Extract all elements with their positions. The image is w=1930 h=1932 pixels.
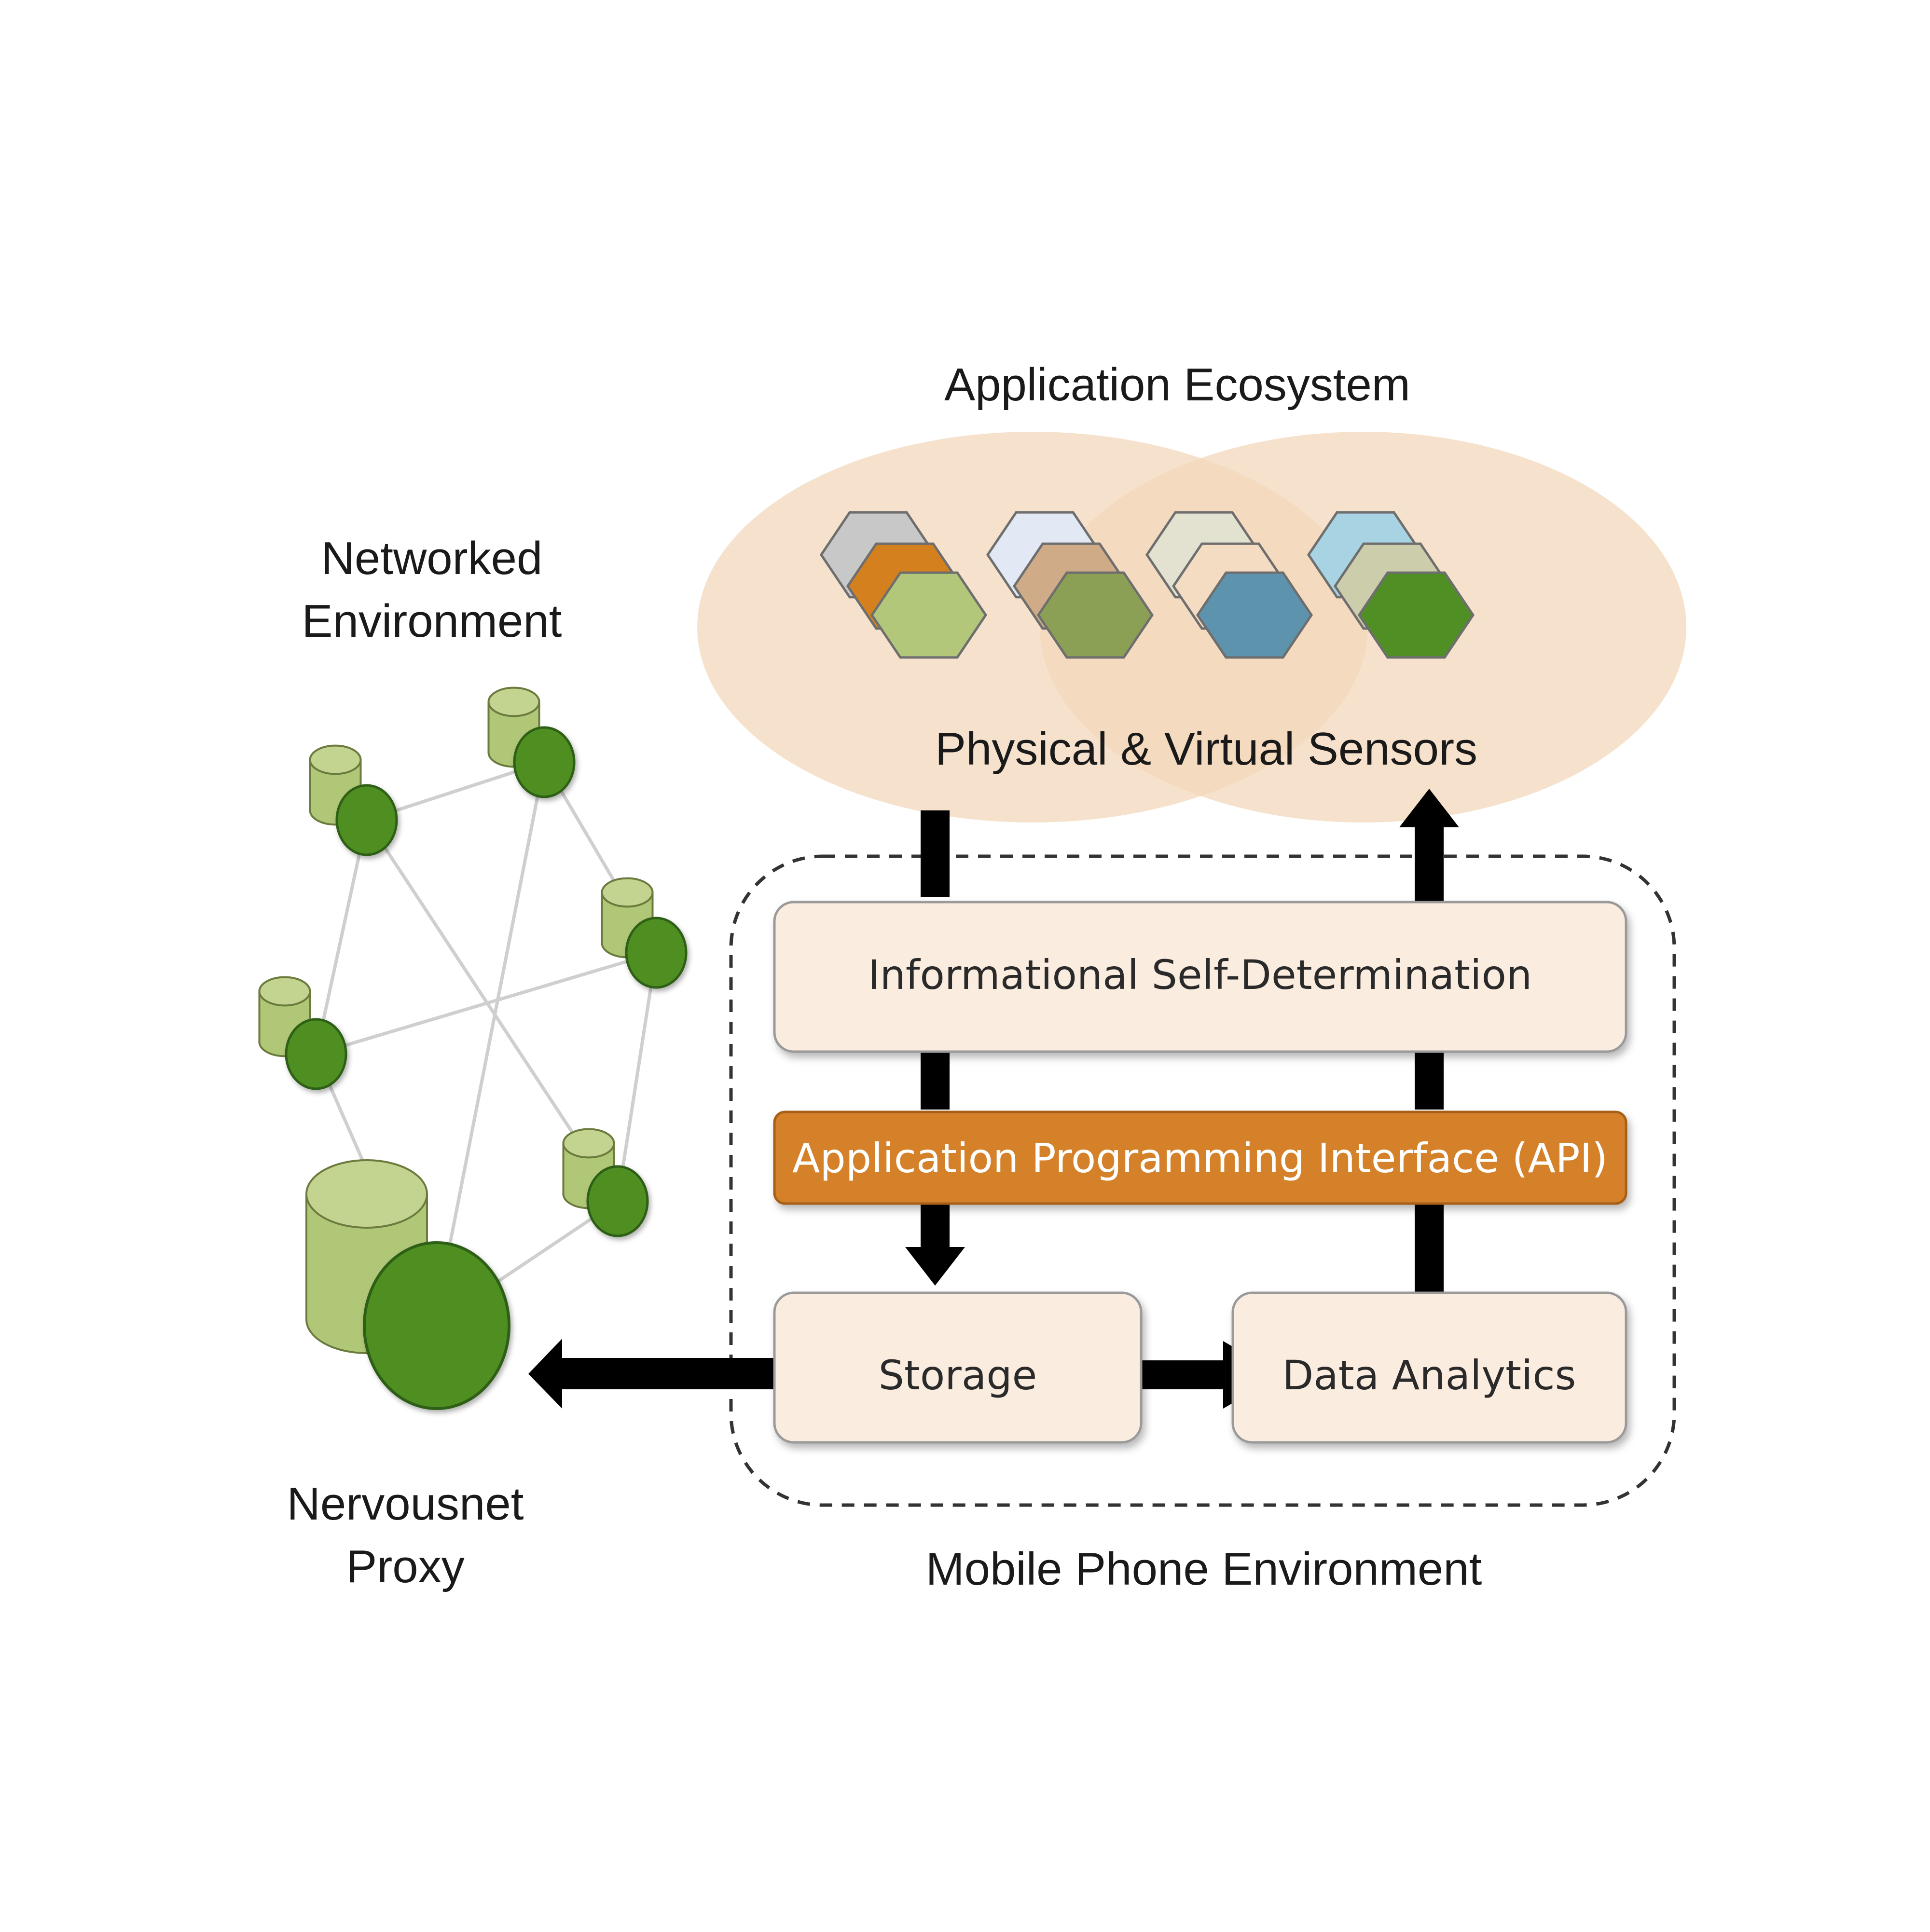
networked-environment-label-line1: Networked bbox=[321, 533, 543, 584]
box-api: Application Programming Interface (API) bbox=[773, 1110, 1627, 1205]
arrow-down-head bbox=[905, 1247, 965, 1286]
network-node-1 bbox=[309, 744, 398, 856]
node-circle-icon bbox=[335, 784, 398, 856]
mobile-phone-environment-boundary bbox=[729, 854, 1676, 1507]
sensor-hexagon-front bbox=[1196, 571, 1313, 659]
arrow-down-shaft-bottom bbox=[921, 1196, 950, 1249]
network-edge bbox=[616, 952, 658, 1202]
box-data-analytics: Data Analytics bbox=[1231, 1291, 1627, 1444]
arrow-down-shaft-middle bbox=[921, 1052, 950, 1110]
network-node-2 bbox=[487, 686, 576, 798]
network-node-5 bbox=[562, 1128, 649, 1237]
proxy-circle-icon bbox=[363, 1241, 510, 1410]
nervousnet-proxy-label-line1: Nervousnet bbox=[287, 1478, 524, 1530]
box-self-determination: Informational Self-Determination bbox=[773, 901, 1627, 1053]
arrow-left-head bbox=[528, 1339, 562, 1409]
nervousnet-proxy-label-line2: Proxy bbox=[346, 1541, 464, 1592]
physical-virtual-sensors-label: Physical & Virtual Sensors bbox=[935, 723, 1477, 775]
arrow-left-shaft bbox=[560, 1358, 774, 1389]
arrow-up-head bbox=[1399, 789, 1459, 827]
network-edge bbox=[314, 820, 369, 1055]
application-ecosystem-label: Application Ecosystem bbox=[944, 359, 1410, 411]
box-storage: Storage bbox=[773, 1291, 1143, 1444]
nervousnet-proxy-node bbox=[305, 1159, 510, 1410]
sensor-group-4 bbox=[1307, 511, 1475, 659]
database-cylinder-icon bbox=[487, 686, 540, 768]
node-circle-icon bbox=[586, 1165, 649, 1237]
arrow-down-shaft-top bbox=[921, 810, 950, 897]
network-edge bbox=[432, 762, 546, 1325]
node-circle-icon bbox=[285, 1018, 347, 1090]
sensor-group-2 bbox=[986, 511, 1154, 659]
arrow-up-shaft-top bbox=[1415, 825, 1444, 902]
mobile-phone-environment-label: Mobile Phone Environment bbox=[926, 1543, 1482, 1595]
arrow-right-shaft bbox=[1139, 1360, 1226, 1389]
api-label: Application Programming Interface (API) bbox=[792, 1135, 1608, 1182]
sensor-group-3 bbox=[1145, 511, 1313, 659]
flow-arrows bbox=[528, 789, 1459, 1409]
sensor-hexagon-front bbox=[1036, 571, 1154, 659]
network-node-3 bbox=[601, 877, 688, 989]
networked-environment-label-line2: Environment bbox=[302, 595, 562, 647]
arrow-up-shaft-middle bbox=[1415, 1052, 1444, 1110]
sensor-hexagon-front bbox=[1357, 571, 1475, 659]
node-circle-icon bbox=[625, 917, 688, 989]
sensor-hexagon-groups bbox=[819, 511, 1475, 659]
network-edge bbox=[316, 951, 657, 1056]
data-analytics-label: Data Analytics bbox=[1282, 1352, 1576, 1399]
sensor-group-1 bbox=[819, 511, 988, 659]
network-nodes bbox=[258, 686, 688, 1237]
network-node-4 bbox=[258, 976, 347, 1090]
network-edges bbox=[314, 760, 658, 1326]
networked-environment-graph bbox=[258, 686, 688, 1326]
node-circle-icon bbox=[513, 726, 576, 798]
storage-label: Storage bbox=[879, 1352, 1037, 1399]
sensor-hexagon-front bbox=[870, 571, 988, 659]
arrow-up-shaft-bottom bbox=[1415, 1196, 1444, 1293]
self-determination-label: Informational Self-Determination bbox=[868, 951, 1532, 999]
